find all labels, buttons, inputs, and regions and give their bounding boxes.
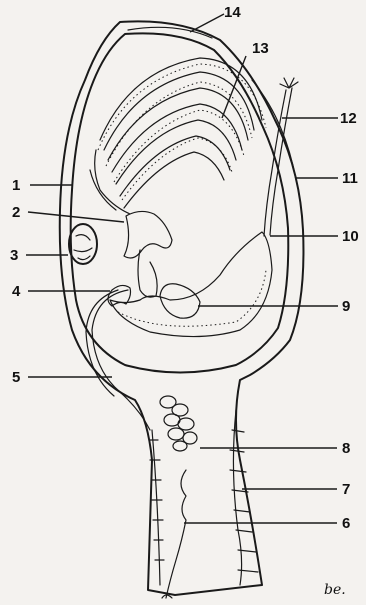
label-6: 6 bbox=[342, 515, 350, 532]
cement-duct bbox=[166, 470, 186, 598]
oviduct bbox=[92, 290, 150, 430]
label-2: 2 bbox=[12, 204, 20, 221]
label-3: 3 bbox=[10, 247, 18, 264]
peduncle-stalk bbox=[150, 410, 258, 585]
mouth-region bbox=[124, 211, 172, 258]
stalk-ovary-lobes bbox=[160, 396, 197, 451]
label-13: 13 bbox=[252, 40, 269, 57]
label-8: 8 bbox=[342, 440, 350, 457]
leader-14 bbox=[190, 14, 224, 32]
gut-mass bbox=[110, 232, 272, 337]
label-9: 9 bbox=[342, 298, 350, 315]
label-14: 14 bbox=[224, 4, 241, 21]
ovary bbox=[160, 284, 200, 318]
label-7: 7 bbox=[342, 481, 350, 498]
leader-2 bbox=[28, 212, 124, 222]
adductor-muscle bbox=[69, 224, 97, 264]
label-12: 12 bbox=[340, 110, 357, 127]
label-11: 11 bbox=[342, 170, 358, 187]
carina-edge bbox=[252, 80, 296, 180]
label-5: 5 bbox=[12, 369, 20, 386]
label-10: 10 bbox=[342, 228, 359, 245]
label-1: 1 bbox=[12, 177, 20, 194]
label-4: 4 bbox=[12, 283, 21, 300]
artist-signature: be. bbox=[324, 582, 346, 598]
